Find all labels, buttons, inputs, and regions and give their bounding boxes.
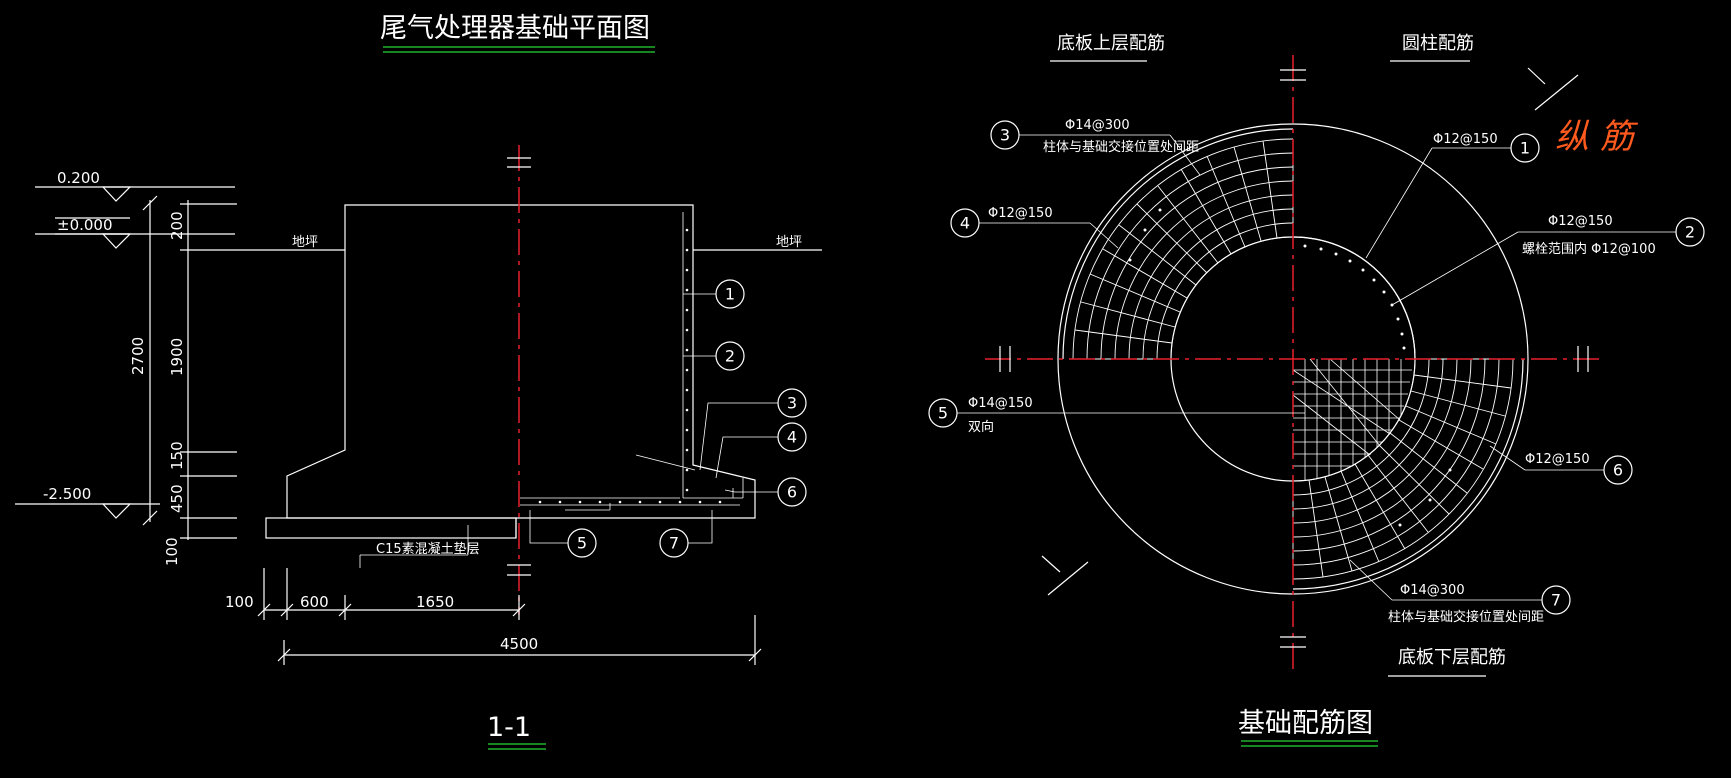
- column-bars: [1128, 208, 1452, 527]
- cut-indicator-top: [1534, 74, 1579, 111]
- dim-h-4500: 4500: [500, 635, 538, 653]
- callout-5: 5 Φ14@150 双向: [928, 396, 1305, 435]
- callout-3-line1: Φ14@300: [1065, 118, 1130, 133]
- section-drawing: 尾气处理器基础平面图 0.200 ±0.000 -2.500: [15, 13, 822, 750]
- callout-2-num: 2: [1685, 223, 1695, 242]
- dim-v-100: 100: [163, 537, 181, 566]
- rebar-ring-lower: [1292, 358, 1524, 590]
- marker-7-circle: [659, 528, 689, 558]
- horizontal-dimensions: [257, 568, 762, 665]
- dim-h-600: 600: [300, 593, 329, 611]
- dim-v-200: 200: [168, 211, 186, 240]
- ground-label-left: 地坪: [292, 235, 318, 250]
- dim-h-1650: 1650: [416, 593, 454, 611]
- column-grid: [1292, 358, 1412, 480]
- dim-v-450: 450: [168, 484, 186, 513]
- marker-4-circle: [777, 422, 807, 452]
- axis-cut-marks: [999, 69, 1589, 648]
- callout-7-num: 7: [1551, 591, 1561, 610]
- section-callouts: [359, 293, 778, 568]
- callout-7-line2: 柱体与基础交接位置处间距: [1388, 609, 1544, 625]
- rebar-ring-upper: [1062, 128, 1294, 360]
- callout-3-line2: 柱体与基础交接位置处间距: [1043, 139, 1199, 155]
- callout-6-line1: Φ12@150: [1525, 452, 1590, 467]
- callout-6: 6 Φ12@150: [1489, 445, 1633, 485]
- cushion-note: C15素混凝土垫层: [376, 541, 480, 557]
- callout-1-num: 1: [1520, 139, 1530, 158]
- marker-3-circle: [777, 388, 807, 418]
- handwritten-note: 纵 筋: [1555, 117, 1639, 157]
- vertical-dimensions: [142, 195, 237, 540]
- callout-4: 4 Φ12@150: [950, 206, 1119, 249]
- marker-5: 5: [577, 534, 587, 553]
- ground-label-right: 地坪: [776, 235, 802, 250]
- callout-2: 2 Φ12@150 螺栓范围内 Φ12@100: [1391, 214, 1705, 306]
- callout-2-line2: 螺栓范围内 Φ12@100: [1522, 241, 1656, 257]
- column-inner-arc: [1292, 236, 1416, 360]
- upper-left-mesh: [1072, 138, 1294, 360]
- lower-right-mesh: [1292, 358, 1514, 580]
- callout-4-line1: Φ12@150: [988, 206, 1053, 221]
- label-top-left: 底板上层配筋: [1057, 33, 1165, 54]
- elevation-marks: [15, 186, 235, 519]
- elev-zero-label: ±0.000: [57, 216, 113, 234]
- marker-1: 1: [725, 285, 735, 304]
- foundation-outline: [286, 204, 756, 519]
- callout-1: 1 Φ12@150: [1365, 132, 1540, 259]
- cut-indicator-top-tick: [1527, 67, 1546, 85]
- marker-6: 6: [787, 483, 797, 502]
- marker-2-circle: [715, 341, 745, 371]
- cut-indicator-bottom-tick: [1041, 555, 1061, 573]
- dim-v-1900: 1900: [168, 338, 186, 376]
- reinforcement-plan: 底板上层配筋 圆柱配筋: [928, 33, 1705, 747]
- callout-7: 7 Φ14@300 柱体与基础交接位置处间距: [1349, 559, 1571, 625]
- callout-2-line1: Φ12@150: [1548, 214, 1613, 229]
- dim-v-total: 2700: [129, 337, 147, 375]
- marker-2: 2: [725, 347, 735, 366]
- marker-6-circle: [777, 477, 807, 507]
- callout-1-line1: Φ12@150: [1433, 132, 1498, 147]
- callout-5-line2: 双向: [968, 419, 994, 435]
- callout-7-line1: Φ14@300: [1400, 583, 1465, 598]
- left-title: 尾气处理器基础平面图: [380, 13, 650, 44]
- label-bottom: 底板下层配筋: [1398, 647, 1506, 668]
- elev-bottom-label: -2.500: [43, 485, 91, 503]
- dim-v-150: 150: [168, 441, 186, 470]
- callout-3: 3 Φ14@300 柱体与基础交接位置处间距: [990, 118, 1201, 176]
- marker-4: 4: [787, 428, 797, 447]
- label-top-right: 圆柱配筋: [1402, 33, 1474, 54]
- callout-5-line1: Φ14@150: [968, 396, 1033, 411]
- callout-5-num: 5: [938, 404, 948, 423]
- callout-3-num: 3: [1000, 126, 1010, 145]
- marker-1-circle: [715, 279, 745, 309]
- marker-7: 7: [669, 534, 679, 553]
- marker-5-circle: [567, 528, 597, 558]
- section-label: 1-1: [487, 712, 531, 743]
- right-title: 基础配筋图: [1238, 708, 1373, 739]
- callout-6-num: 6: [1613, 461, 1623, 480]
- marker-3: 3: [787, 394, 797, 413]
- callout-4-num: 4: [960, 214, 970, 233]
- section-rebar: [520, 212, 744, 511]
- cut-indicator-bottom: [1047, 561, 1089, 596]
- dim-h-100: 100: [225, 593, 254, 611]
- cushion-layer: [265, 517, 517, 539]
- rebar-dots: [538, 228, 722, 504]
- elev-top-label: 0.200: [57, 169, 100, 187]
